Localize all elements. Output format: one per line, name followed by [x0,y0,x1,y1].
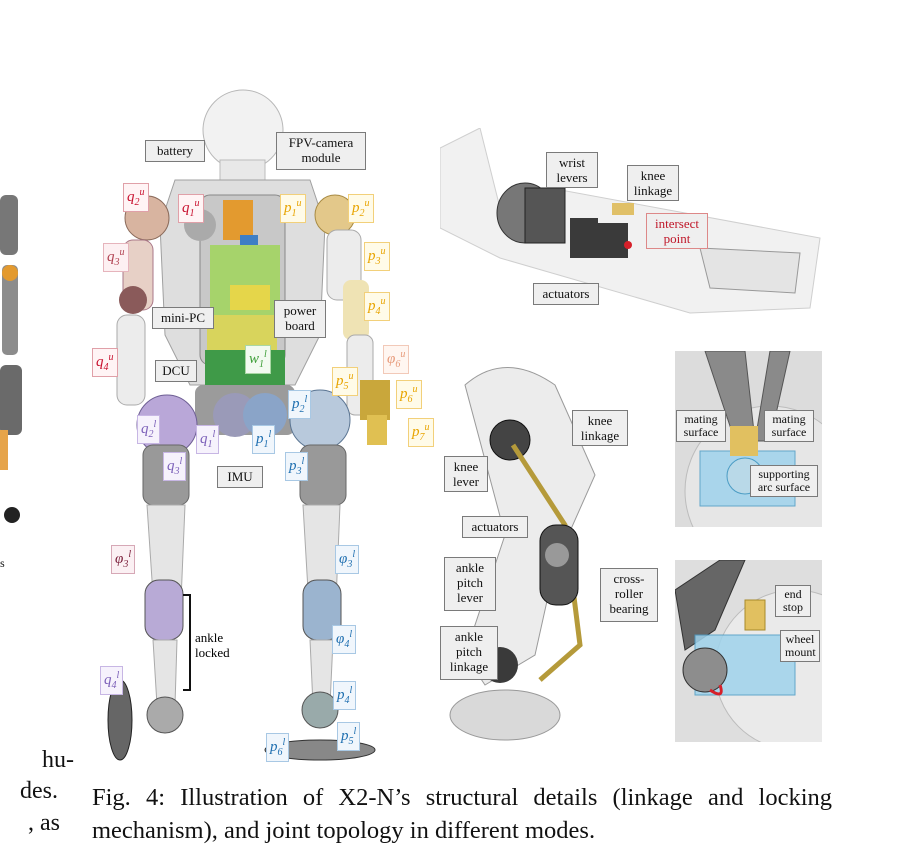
mating-surface-left-text: mating surface [683,412,719,439]
leg-linkage-figure [445,355,660,745]
wrist-levers-text: wrist levers [556,155,588,185]
joint-q4u: q4u [92,348,118,377]
supporting-arc-text: supporting arc surface [757,467,811,494]
battery-label: battery [145,140,205,162]
ankle-locked-text: ankle locked [195,630,230,660]
figure-caption: Fig. 4: Illustration of X2-N’s structura… [92,784,832,844]
power-board-label: power board [274,300,326,338]
joint-p4u: p4u [364,292,390,321]
joint-p5u: p5u [332,367,358,396]
joint-q3l: q3l [163,452,187,481]
joint-p6u: p6u [396,380,422,409]
mini-pc-label: mini-PC [152,307,214,329]
left-small-text: s [0,556,5,570]
robot-figure [95,85,435,765]
knee-lever-label: knee lever [444,456,488,492]
ankle-locked-label: ankle locked [195,630,230,660]
joint-p4l: p4l [333,681,357,710]
joint-p1l: p1l [252,425,276,454]
ankle-pitch-lever-text: ankle pitch lever [455,560,485,605]
joint-q2u: q2u [123,183,149,212]
joint-p1u: p1u [280,194,306,223]
joint-p6l: p6l [266,733,290,762]
joint-q3u: q3u [103,243,129,272]
fpv-camera-text: FPV-camera module [288,135,354,165]
joint-q1u: q1u [178,194,204,223]
intersect-point-text: intersect point [654,216,700,246]
wheel-mount-label: wheel mount [780,630,820,662]
dcu-label: DCU [155,360,197,382]
top-knee-linkage-text: knee linkage [633,168,673,198]
wrist-illustration [439,127,821,314]
mid-knee-linkage-text: knee linkage [580,413,620,443]
top-actuators-label: actuators [533,283,599,305]
joint-p2u: p2u [348,194,374,223]
joint-w1l: w1l [245,345,271,374]
top-knee-linkage-label: knee linkage [627,165,679,201]
left-text-line-2: des. [20,778,58,804]
partial-robot-arm [0,195,22,523]
joint-q4l: q4l [100,666,124,695]
knee-lever-text: knee lever [453,459,479,489]
end-stop-text: end stop [782,587,803,614]
wrist-linkage-figure [439,127,825,318]
joint-phi4l: φ4l [332,625,357,654]
imu-label: IMU [217,466,263,488]
joint-p7u: p7u [408,418,434,447]
fpv-camera-label: FPV-camera module [276,132,366,170]
mating-surface-right-label: mating surface [764,410,814,442]
joint-p3l: p3l [285,452,309,481]
ankle-pitch-lever-label: ankle pitch lever [444,557,496,611]
wheel-mount-text: wheel mount [785,632,816,659]
end-stop-illustration [675,560,822,742]
left-text-line-1: hu- [42,747,74,773]
leg-illustration [449,367,596,741]
joint-q2l: q2l [137,415,161,444]
mating-surface-right-text: mating surface [771,412,807,439]
joint-p3u: p3u [364,242,390,271]
cross-roller-bearing-text: cross- roller bearing [609,571,649,616]
mid-actuators-label: actuators [462,516,528,538]
end-stop-label: end stop [775,585,811,617]
ankle-pitch-linkage-text: ankle pitch linkage [449,629,489,674]
mid-knee-linkage-label: knee linkage [572,410,628,446]
power-board-text: power board [283,303,317,333]
joint-phi6u: φ6u [383,345,410,374]
joint-q1l: q1l [196,425,220,454]
cross-roller-bearing-label: cross- roller bearing [600,568,658,622]
wrist-levers-label: wrist levers [546,152,598,188]
ankle-pitch-linkage-label: ankle pitch linkage [440,626,498,680]
mating-surface-left-label: mating surface [676,410,726,442]
supporting-arc-label: supporting arc surface [750,465,818,497]
joint-phi3l-left: φ3l [111,545,136,574]
left-text-line-3: , as [28,810,60,836]
robot-illustration [107,89,390,761]
joint-p2l: p2l [288,390,312,419]
left-partial-figure [0,185,30,525]
intersect-point-label: intersect point [646,213,708,249]
joint-p5l: p5l [337,722,361,751]
joint-phi3l-right: φ3l [335,545,360,574]
